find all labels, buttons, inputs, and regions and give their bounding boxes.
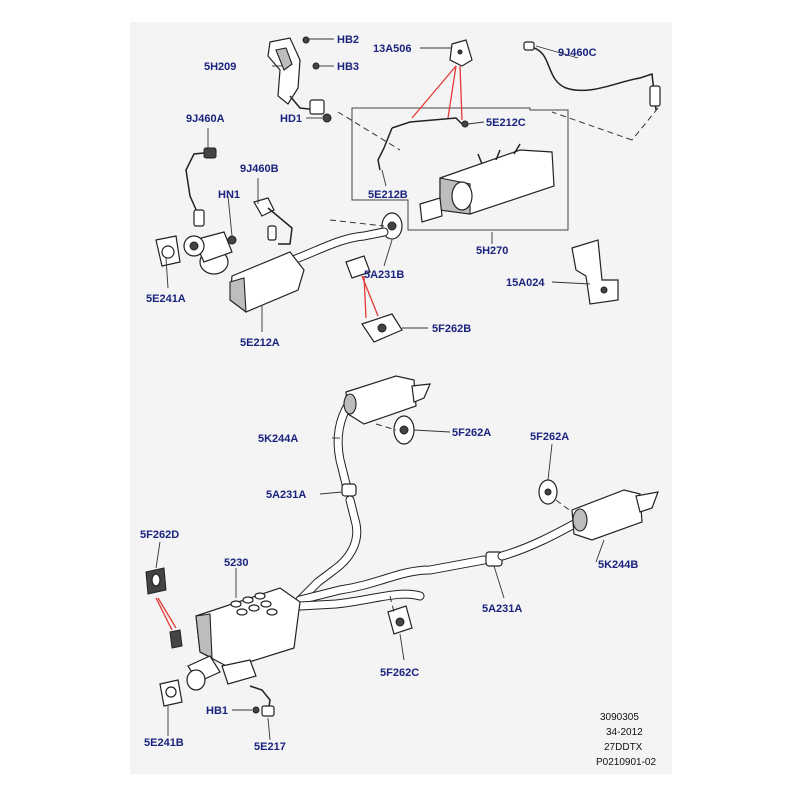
insulator-5F262C [387, 605, 413, 635]
label-5H270: 5H270 [476, 245, 508, 257]
muffler-5K244B [497, 489, 659, 561]
footer-code-1: 3090305 [600, 712, 639, 723]
bracket-15A024 [571, 239, 619, 305]
label-5E212A: 5E212A [240, 337, 280, 349]
label-5H209: 5H209 [204, 61, 236, 73]
gasket-5E241A [155, 235, 181, 267]
label-5F262B: 5F262B [432, 323, 471, 335]
label-9J460B: 9J460B [240, 163, 279, 175]
label-5230: 5230 [224, 557, 248, 569]
label-9J460C: 9J460C [558, 47, 597, 59]
sensor-9J460B [253, 197, 293, 245]
sensor-9J460A [185, 147, 217, 227]
insulator-5F262A-right [538, 479, 558, 505]
box-5H270 [351, 107, 569, 231]
clamp-13A506 [449, 39, 473, 67]
label-5F262C: 5F262C [380, 667, 419, 679]
pipe-5K244A [333, 375, 431, 489]
leader-lines [155, 38, 605, 741]
pipe-mid [295, 495, 489, 611]
label-HN1: HN1 [218, 189, 240, 201]
footer-code-3: 27DDTX [604, 742, 643, 753]
label-HB1: HB1 [206, 705, 228, 717]
bracket-5H209 [267, 36, 332, 123]
label-5E212B: 5E212B [368, 189, 408, 201]
insulator-5F262B [361, 313, 403, 343]
label-5F262D: 5F262D [140, 529, 179, 541]
gasket-5E241B [159, 669, 206, 707]
label-5K244B: 5K244B [598, 559, 638, 571]
label-5E241B: 5E241B [144, 737, 184, 749]
label-13A506: 13A506 [373, 43, 412, 55]
pipe-5E212C [377, 117, 469, 171]
label-5F262A-right: 5F262A [530, 431, 569, 443]
label-5E217: 5E217 [254, 741, 286, 753]
dpf-unit [419, 143, 555, 223]
diagram-footer: 3090305 34-2012 27DDTX P0210901-02 [596, 712, 656, 768]
part-labels: HB2 HB3 5H209 13A506 9J460C 9J460A HD1 5… [140, 34, 638, 753]
red-callouts [155, 65, 463, 631]
dashed-guides [329, 107, 659, 613]
label-HB2: HB2 [337, 34, 359, 46]
label-9J460A: 9J460A [186, 113, 225, 125]
mount-5A231B [345, 255, 371, 279]
clamp-5A231A-left [341, 483, 357, 497]
label-5F262A-top: 5F262A [452, 427, 491, 439]
sensor-5E217 [249, 685, 275, 717]
label-5K244A: 5K244A [258, 433, 298, 445]
sensor-9J460C [523, 41, 661, 111]
label-5A231A-left: 5A231A [266, 489, 306, 501]
label-5A231B: 5A231B [364, 269, 404, 281]
catalyst-5E212A [183, 227, 389, 314]
label-5E241A: 5E241A [146, 293, 186, 305]
label-5E212C: 5E212C [486, 117, 526, 129]
insulator-5F262A-top [393, 415, 415, 445]
muffler-5230 [187, 587, 301, 685]
insulator-5F262D [145, 567, 183, 649]
footer-code-4: P0210901-02 [596, 757, 656, 768]
footer-code-2: 34-2012 [606, 727, 643, 738]
label-HB3: HB3 [337, 61, 359, 73]
label-15A024: 15A024 [506, 277, 545, 289]
label-5A231A-right: 5A231A [482, 603, 522, 615]
label-HD1: HD1 [280, 113, 302, 125]
